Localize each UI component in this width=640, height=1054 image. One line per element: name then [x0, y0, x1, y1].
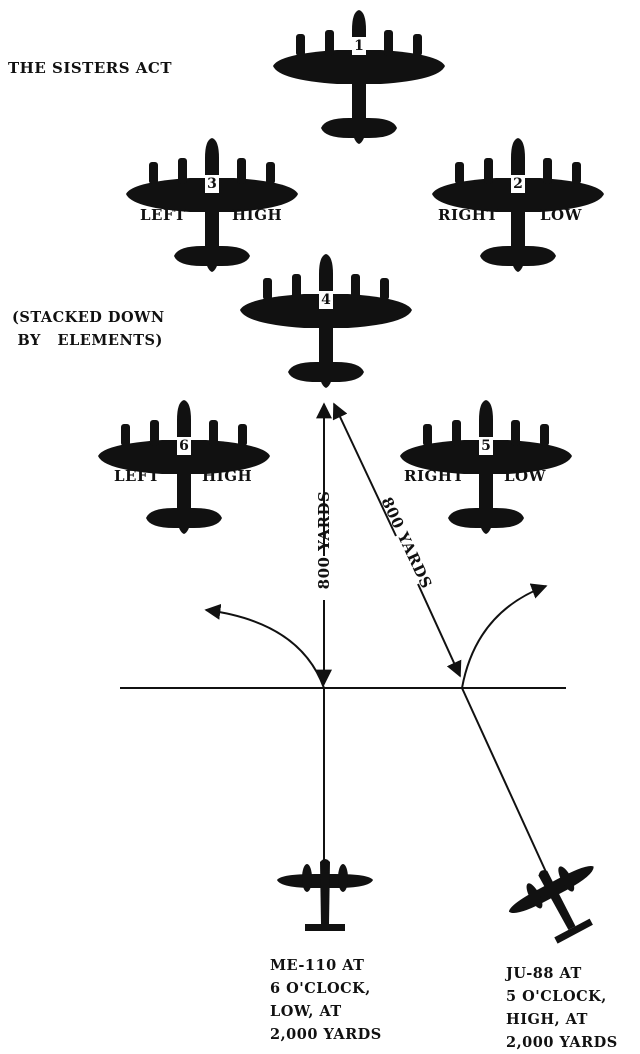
- bomber-2-silhouette: [432, 138, 604, 272]
- bomber-5-left-label: RIGHT: [404, 467, 465, 485]
- distance-label-vertical: 800 YARDS: [315, 491, 333, 590]
- diagram-title: THE SISTERS ACT: [8, 59, 173, 77]
- bomber-6-number: 6: [177, 437, 191, 455]
- bomber-6-left-label: LEFT: [114, 467, 160, 485]
- bomber-6-right-label: HIGH: [202, 467, 253, 485]
- ju88-caption: JU-88 AT 5 O'CLOCK, HIGH, AT 2,000 YARDS: [506, 965, 618, 1051]
- measure-line-diagonal-top: [332, 402, 397, 537]
- bomber-3-left-label: LEFT: [140, 206, 186, 224]
- bomber-3-number: 3: [205, 175, 219, 193]
- bomber-3-right-label: HIGH: [232, 206, 283, 224]
- ju88-track: [461, 687, 547, 873]
- me110-breakaway-arrow: [204, 603, 325, 689]
- ju88-breakaway-arrow: [461, 583, 548, 689]
- bomber-3-silhouette: [126, 138, 298, 272]
- bomber-5-right-label: LOW: [504, 467, 546, 485]
- measure-line-diagonal-bottom: [417, 583, 462, 678]
- distance-label-diagonal: 800 YARDS: [378, 494, 436, 591]
- bomber-1-silhouette: [273, 10, 445, 144]
- bomber-2-number: 2: [511, 175, 525, 193]
- me110-caption: ME-110 AT 6 O'CLOCK, LOW, AT 2,000 YARDS: [270, 957, 382, 1043]
- ju88-silhouette: [499, 848, 618, 957]
- bomber-5-number: 5: [479, 437, 493, 455]
- stack-note: (STACKED DOWN BY ELEMENTS): [12, 309, 165, 349]
- bomber-4-number: 4: [319, 291, 333, 309]
- bomber-4-silhouette: [240, 254, 412, 388]
- bomber-2-right-label: LOW: [540, 206, 582, 224]
- me110-silhouette: [277, 859, 373, 931]
- bomber-2-left-label: RIGHT: [438, 206, 499, 224]
- bomber-1-number: 1: [352, 37, 366, 55]
